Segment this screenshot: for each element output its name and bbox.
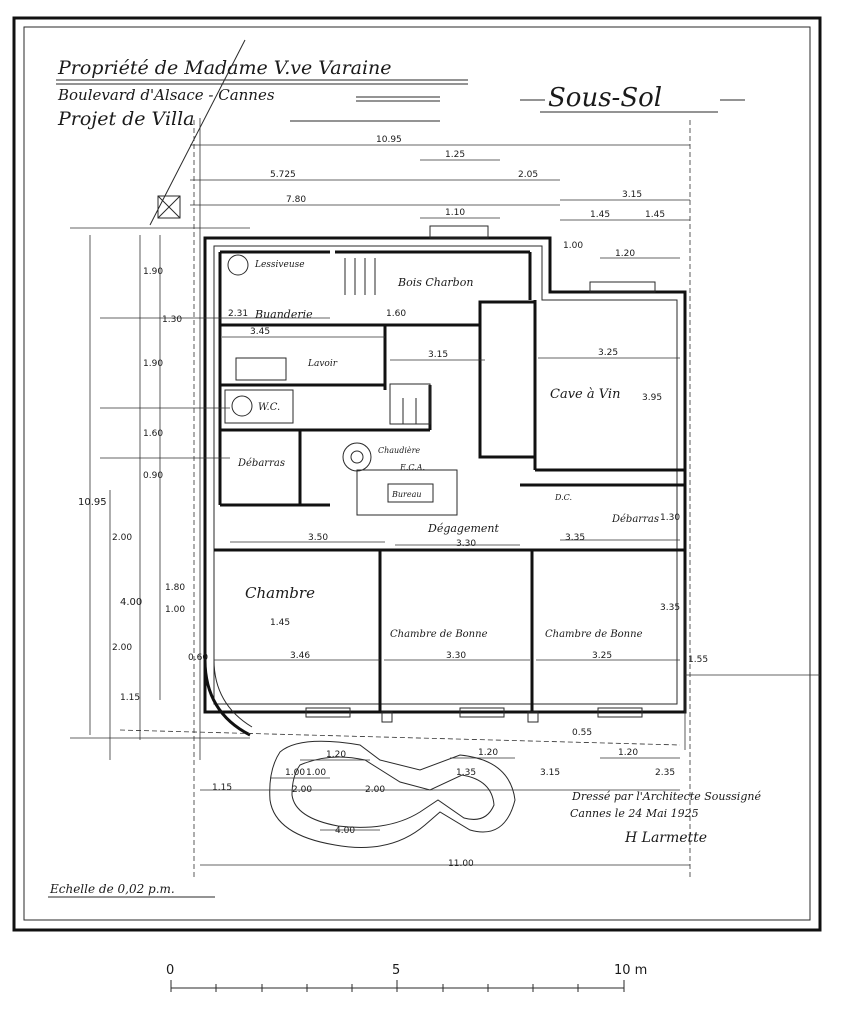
room-dc: D.C. (554, 493, 572, 502)
dim-label: 1.35 (456, 768, 476, 778)
dim-label: 7.80 (286, 195, 306, 205)
room-chambre-bonne-1: Chambre de Bonne (390, 629, 488, 640)
dim-label: 3.30 (446, 651, 466, 661)
room-lessiveuse: Lessiveuse (254, 260, 305, 270)
dim-label: 1.15 (212, 783, 232, 793)
room-cave-vin: Cave à Vin (550, 387, 620, 402)
scale-note: Echelle de 0,02 p.m. (49, 882, 175, 896)
dim-label: 1.30 (660, 513, 680, 523)
dim-label: 1.25 (445, 150, 465, 160)
room-buanderie: Buanderie (254, 308, 313, 321)
architect-signature: H Larmette (624, 830, 707, 846)
dim-label: 1.00 (306, 768, 326, 778)
room-chaudiere: Chaudière (378, 446, 420, 455)
dim-label: 2.05 (518, 170, 538, 180)
dimension-labels: 10.95 1.25 5.725 2.05 7.80 1.10 3.15 1.4… (78, 135, 708, 869)
title-address: Boulevard d'Alsace - Cannes (57, 86, 275, 104)
dim-label: 2.00 (112, 643, 132, 653)
room-bois-charbon: Bois Charbon (397, 276, 473, 289)
dimension-lines (70, 118, 820, 880)
room-debarras-left: Débarras (237, 458, 285, 469)
dim-label: 1.45 (645, 210, 665, 220)
dim-label: 3.15 (622, 190, 642, 200)
title-project: Projet de Villa (57, 108, 195, 130)
dim-label: 1.30 (162, 315, 182, 325)
drawn-by: Dressé par l'Architecte Soussigné (571, 790, 761, 803)
room-wc: W.C. (258, 402, 280, 413)
dim-label: 0.55 (572, 728, 592, 738)
dim-label: 0.60 (188, 653, 208, 663)
dim-label: 1.45 (590, 210, 610, 220)
dim-label: 1.00 (165, 605, 185, 615)
dim-label: 1.45 (270, 618, 290, 628)
dim-label: 0.90 (143, 471, 163, 481)
title-level: Sous-Sol (548, 83, 662, 113)
dim-label: 3.45 (250, 327, 270, 337)
title-block: Propriété de Madame V.ve Varaine Bouleva… (56, 57, 745, 130)
scale-bar: 0 5 10 m (166, 963, 647, 992)
dim-label: 11.00 (448, 859, 474, 869)
dim-label: 3.35 (660, 603, 680, 613)
room-bureau: Bureau (391, 490, 422, 499)
dim-label: 5.725 (270, 170, 296, 180)
dim-label: 1.00 (563, 241, 583, 251)
dim-label: 10.95 (376, 135, 402, 145)
dim-label: 1.15 (120, 693, 140, 703)
room-lavoir: Lavoir (307, 359, 338, 369)
dim-label: 1.90 (143, 359, 163, 369)
scale-label-10: 10 m (614, 963, 647, 978)
dim-label: 1.20 (615, 249, 635, 259)
dim-label: 1.10 (445, 208, 465, 218)
dim-label: 3.95 (642, 393, 662, 403)
dim-label: 2.00 (365, 785, 385, 795)
dim-label: 1.00 (285, 768, 305, 778)
dim-label: 1.55 (688, 655, 708, 665)
room-chambre-bonne-2: Chambre de Bonne (545, 629, 643, 640)
boundary-marker (149, 39, 246, 226)
room-chambre: Chambre (245, 584, 315, 602)
dim-label: 1.60 (143, 429, 163, 439)
dim-label: 1.90 (143, 267, 163, 277)
scale-label-0: 0 (166, 963, 174, 978)
room-eca: E.C.A. (399, 463, 425, 472)
dim-label: 2.00 (112, 533, 132, 543)
dim-label: 1.80 (165, 583, 185, 593)
drawn-date: Cannes le 24 Mai 1925 (570, 807, 699, 820)
dim-label: 2.00 (292, 785, 312, 795)
dim-label: 1.60 (386, 309, 406, 319)
dim-label: 1.20 (618, 748, 638, 758)
dim-label: 3.50 (308, 533, 328, 543)
dim-label: 3.15 (428, 350, 448, 360)
signature-block: Dressé par l'Architecte Soussigné Cannes… (570, 790, 761, 846)
inner-border (23, 26, 811, 921)
dim-label: 4.00 (335, 826, 355, 836)
outer-border (12, 16, 822, 932)
dim-label: 1.20 (326, 750, 346, 760)
room-degagement: Dégagement (427, 522, 500, 535)
dim-label: 10.95 (78, 497, 107, 508)
dim-label: 2.31 (228, 309, 248, 319)
dim-label: 1.20 (478, 748, 498, 758)
dim-label: 3.15 (540, 768, 560, 778)
dim-label: 2.35 (655, 768, 675, 778)
title-owner: Propriété de Madame V.ve Varaine (57, 57, 392, 79)
room-labels: Lessiveuse Buanderie Bois Charbon Lavoir… (237, 260, 659, 640)
room-debarras-right: Débarras (611, 514, 659, 525)
dim-label: 3.30 (456, 539, 476, 549)
building-walls (203, 225, 687, 848)
dim-label: 4.00 (120, 597, 142, 608)
dim-label: 3.25 (598, 348, 618, 358)
dim-label: 3.46 (290, 651, 310, 661)
scale-label-5: 5 (392, 963, 400, 978)
dim-label: 3.25 (592, 651, 612, 661)
dim-label: 3.35 (565, 533, 585, 543)
